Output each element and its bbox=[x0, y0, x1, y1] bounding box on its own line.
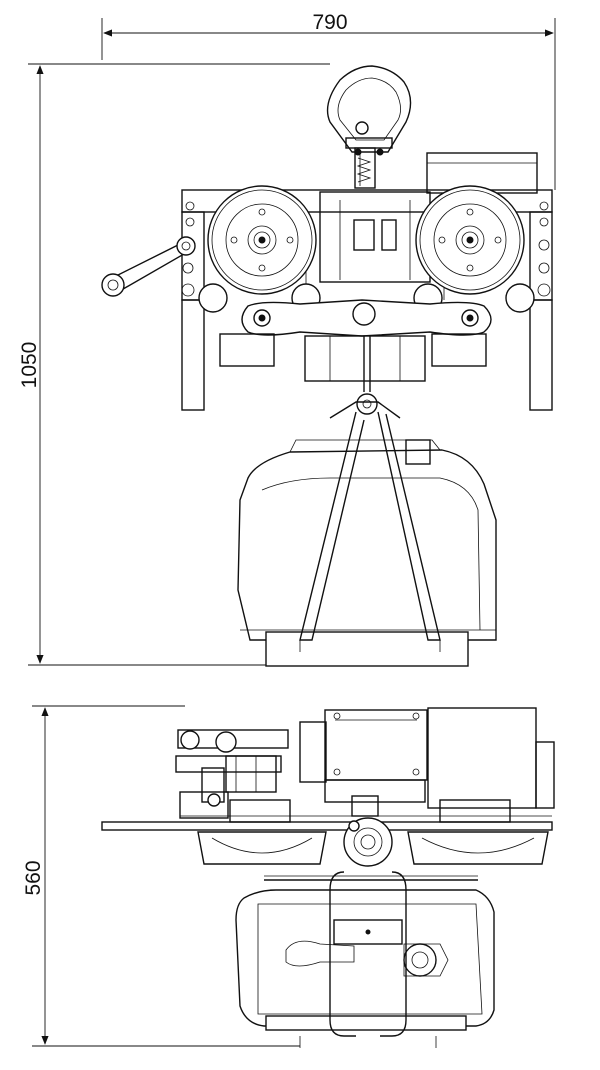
suspension-arms bbox=[299, 411, 441, 652]
wheel-left bbox=[207, 185, 317, 295]
lifting-eye bbox=[326, 65, 412, 189]
dimension-width: 790 bbox=[101, 11, 556, 190]
suspension-shackle bbox=[329, 336, 401, 419]
gearbox-right bbox=[431, 333, 487, 367]
side-view bbox=[101, 707, 555, 1048]
side-hoist-body bbox=[235, 889, 495, 1031]
side-wheel-left bbox=[197, 799, 327, 865]
side-motor-box-right bbox=[427, 707, 537, 809]
front-view bbox=[101, 65, 553, 667]
equalizer-beam bbox=[241, 299, 492, 337]
dimension-front-height: 1050 bbox=[18, 63, 330, 666]
leg-right bbox=[529, 299, 553, 411]
dimension-side-height-label: 560 bbox=[22, 860, 45, 895]
hoist-body bbox=[237, 439, 497, 667]
dimension-front-height-label: 1050 bbox=[18, 342, 41, 389]
side-rail bbox=[101, 821, 553, 831]
gearbox-left bbox=[219, 333, 275, 367]
side-motor-box-left bbox=[324, 709, 428, 781]
brake-lever bbox=[101, 236, 196, 297]
side-suspension-arms bbox=[264, 871, 478, 1048]
wheel-right bbox=[415, 185, 525, 295]
side-wheel-right bbox=[407, 799, 549, 865]
dimension-width-label: 790 bbox=[312, 11, 347, 34]
side-gear-train bbox=[175, 729, 289, 819]
leg-left bbox=[181, 299, 205, 411]
side-pulley bbox=[343, 817, 393, 867]
dimension-side-height: 560 bbox=[22, 705, 300, 1047]
